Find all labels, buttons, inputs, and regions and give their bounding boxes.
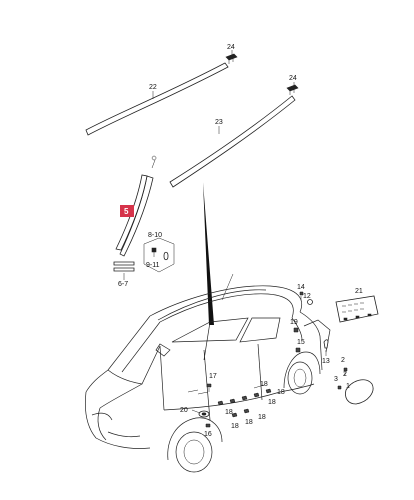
- callout-15: 15: [297, 339, 305, 346]
- callout-9-11: 9-11: [146, 262, 160, 269]
- callout-18-e: 18: [277, 389, 285, 396]
- car-body: [84, 285, 331, 473]
- clip-frame-8-11[interactable]: [143, 237, 175, 273]
- callout-14: 14: [297, 284, 305, 291]
- clip-19[interactable]: [293, 327, 299, 333]
- callout-23: 23: [215, 119, 223, 126]
- clip-14[interactable]: [299, 291, 304, 300]
- callout-20: 20: [180, 407, 188, 414]
- screw-2[interactable]: [343, 367, 348, 376]
- callout-21: 21: [355, 288, 363, 295]
- clip-24-lower[interactable]: [286, 84, 299, 95]
- callout-19: 19: [290, 319, 298, 326]
- callout-2-upper: 2: [341, 357, 345, 364]
- callout-18-g: 18: [260, 381, 268, 388]
- fuel-lid-1[interactable]: [345, 379, 374, 405]
- leader-wedge-roof: [203, 182, 214, 325]
- clip-13[interactable]: [323, 339, 329, 349]
- callout-18-b: 18: [245, 419, 253, 426]
- callout-1: 1: [346, 383, 350, 390]
- callout-5-highlight: [120, 205, 134, 217]
- callout-13: 13: [322, 358, 330, 365]
- roof-moulding-22[interactable]: [85, 62, 229, 136]
- clip-15[interactable]: [295, 347, 301, 353]
- callout-18-c: 18: [258, 414, 266, 421]
- roof-moulding-23[interactable]: [169, 95, 296, 188]
- screw-3[interactable]: [337, 385, 342, 390]
- callout-24-lower: 24: [289, 75, 297, 82]
- callout-12: 12: [303, 293, 311, 300]
- callout-5: 5: [124, 207, 129, 216]
- callout-2-lower: 2: [343, 371, 347, 378]
- callout-17: 17: [209, 373, 217, 380]
- clip-16[interactable]: [205, 423, 211, 428]
- callout-8-10: 8-10: [148, 232, 162, 239]
- callout-3: 3: [334, 376, 338, 383]
- clip-12[interactable]: [307, 299, 313, 305]
- callout-18-a: 18: [231, 423, 239, 430]
- clip-24-upper[interactable]: [225, 53, 238, 64]
- sill-clips-18[interactable]: [217, 388, 272, 418]
- emblem-21[interactable]: [335, 295, 379, 323]
- callout-18-f: 18: [225, 409, 233, 416]
- callout-24-upper: 24: [227, 44, 235, 51]
- callout-22: 22: [149, 84, 157, 91]
- callout-16: 16: [204, 431, 212, 438]
- callout-6-7: 6-7: [118, 281, 128, 288]
- callout-18-d: 18: [268, 399, 276, 406]
- clip-20[interactable]: [198, 410, 210, 418]
- trim-6-7[interactable]: [113, 261, 135, 272]
- side-trim-pieces[interactable]: [187, 384, 265, 395]
- clip-17[interactable]: [206, 383, 212, 392]
